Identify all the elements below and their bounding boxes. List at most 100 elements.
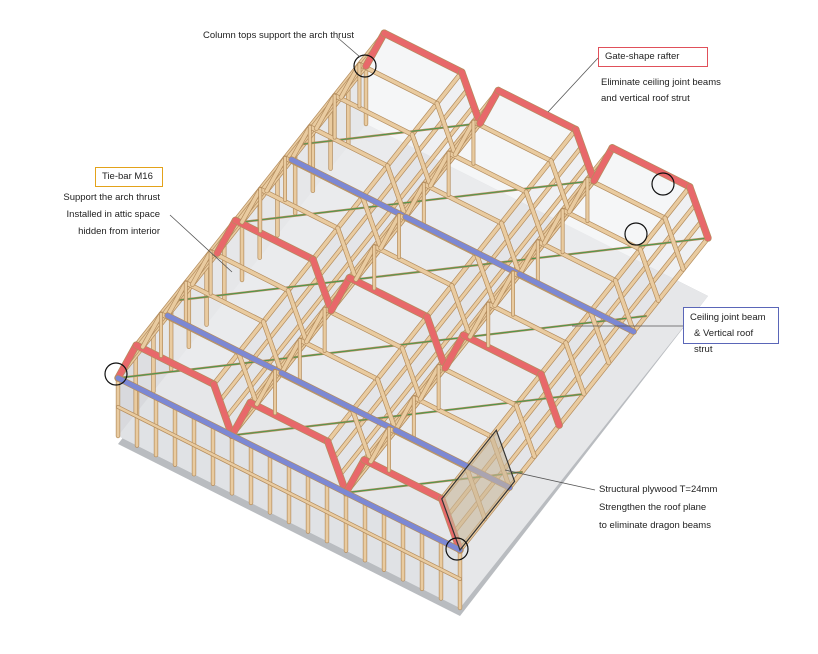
tie-bar: [231, 414, 409, 436]
rafter: [332, 93, 414, 137]
column-tops-leader: [337, 37, 361, 58]
gate-shape-rafter: [442, 332, 467, 371]
ceiling-joint-beam: [289, 157, 409, 220]
rafter: [435, 101, 457, 157]
gate-shape-rafter: [572, 126, 597, 184]
rafter: [400, 346, 423, 401]
rafter: [450, 283, 472, 339]
column-top-marker: [624, 222, 648, 246]
column-tops-label: Column tops support the arch thrust: [203, 30, 355, 41]
gate-rafter-note-2: and vertical roof strut: [601, 93, 690, 104]
ceiling-joint-beam: [403, 214, 523, 277]
gate-shape-rafter: [247, 399, 331, 445]
tie-bar-box: Tie-bar M16: [95, 167, 163, 187]
rafter: [499, 221, 522, 277]
rafter: [258, 187, 340, 230]
rafter: [298, 338, 380, 381]
rafter: [493, 270, 515, 308]
rafter: [357, 62, 439, 106]
gate-shape-rafter: [343, 456, 368, 496]
column-top-marker: [445, 537, 469, 561]
gate-shape-rafter: [495, 87, 579, 133]
rafter: [410, 132, 433, 188]
rafter: [436, 364, 518, 407]
rafter: [336, 226, 358, 282]
structural-plywood-panel: [441, 430, 515, 550]
tie-bar-note-3: hidden from interior: [78, 226, 160, 237]
gate-shape-rafter: [591, 144, 616, 184]
gate-shape-rafter: [460, 332, 544, 378]
rafter: [514, 403, 537, 459]
rafter: [372, 244, 454, 288]
rafter: [663, 216, 685, 271]
tie-bar-note-1: Support the arch thrust: [63, 192, 160, 203]
gate-shape-rafter: [133, 342, 217, 388]
rafter: [418, 364, 441, 401]
ceiling-beam-line-1: Ceiling joint beam: [690, 312, 766, 323]
rafter: [261, 320, 284, 375]
rafter: [375, 377, 398, 433]
rafter: [524, 190, 547, 245]
tie-bar: [117, 356, 295, 379]
gate-shape-rafter: [381, 30, 465, 76]
gate-shape-rafter: [686, 183, 711, 241]
rafter: [564, 341, 586, 396]
rafter: [379, 213, 401, 250]
rafter: [468, 302, 490, 339]
rafter: [585, 177, 667, 220]
ceiling-joint-beam: [165, 313, 285, 376]
rafter: [471, 119, 553, 163]
front-top-plate: [115, 375, 463, 553]
gate-shape-rafter: [328, 274, 353, 314]
rafter: [393, 395, 416, 433]
ceiling-joint-beam-box: Ceiling joint beam & Vertical roof strut: [683, 307, 779, 355]
rafter: [536, 239, 618, 283]
ceiling-joint-beam: [279, 370, 399, 433]
gate-shape-rafter: [232, 217, 316, 263]
rafter: [446, 151, 528, 194]
tie-bar-note-2: Installed in attic space: [66, 209, 160, 220]
rafter: [517, 239, 540, 277]
rafter: [279, 338, 302, 375]
rafter: [567, 177, 590, 214]
rafter: [240, 187, 262, 224]
rafter: [286, 288, 309, 344]
rafter: [453, 119, 476, 157]
column-top-marker: [651, 172, 675, 196]
gate-shape-rafter: [115, 342, 140, 381]
rafter: [369, 426, 391, 464]
gate-shape-rafter: [229, 399, 254, 439]
gate-shape-rafter: [423, 313, 449, 371]
rafter: [165, 281, 188, 318]
gate-shape-rafter: [477, 87, 502, 127]
gate-shape-rafter: [210, 381, 235, 439]
wall-nogging: [116, 405, 462, 581]
rafter: [588, 309, 611, 365]
rafter: [474, 252, 497, 308]
gate-rafter-note-1: Eliminate ceiling joint beams: [601, 77, 721, 88]
gate-shape-rafter: [324, 438, 349, 496]
plywood-note-2: Strengthen the roof plane: [599, 502, 707, 513]
plywood-note-3: to eliminate dragon beams: [599, 520, 711, 531]
rafter: [184, 281, 266, 324]
rafter: [638, 247, 661, 303]
rafter: [322, 307, 404, 350]
column-top-marker: [104, 362, 128, 386]
rafter: [304, 307, 327, 344]
rafter: [208, 249, 290, 293]
rafter: [265, 156, 287, 193]
rafter: [236, 351, 259, 406]
rafter: [360, 195, 383, 250]
gate-shape-rafter: [309, 256, 335, 314]
ceiling-joint-beam: [517, 271, 637, 335]
gate-rafter-leader: [547, 57, 599, 113]
gate-shape-rafter: [214, 217, 239, 257]
rafter: [403, 182, 426, 219]
rafter: [308, 125, 390, 168]
plywood-leader: [504, 469, 596, 491]
rafter: [141, 312, 163, 349]
rafter: [542, 208, 565, 245]
tie-bar-leader: [169, 214, 233, 273]
